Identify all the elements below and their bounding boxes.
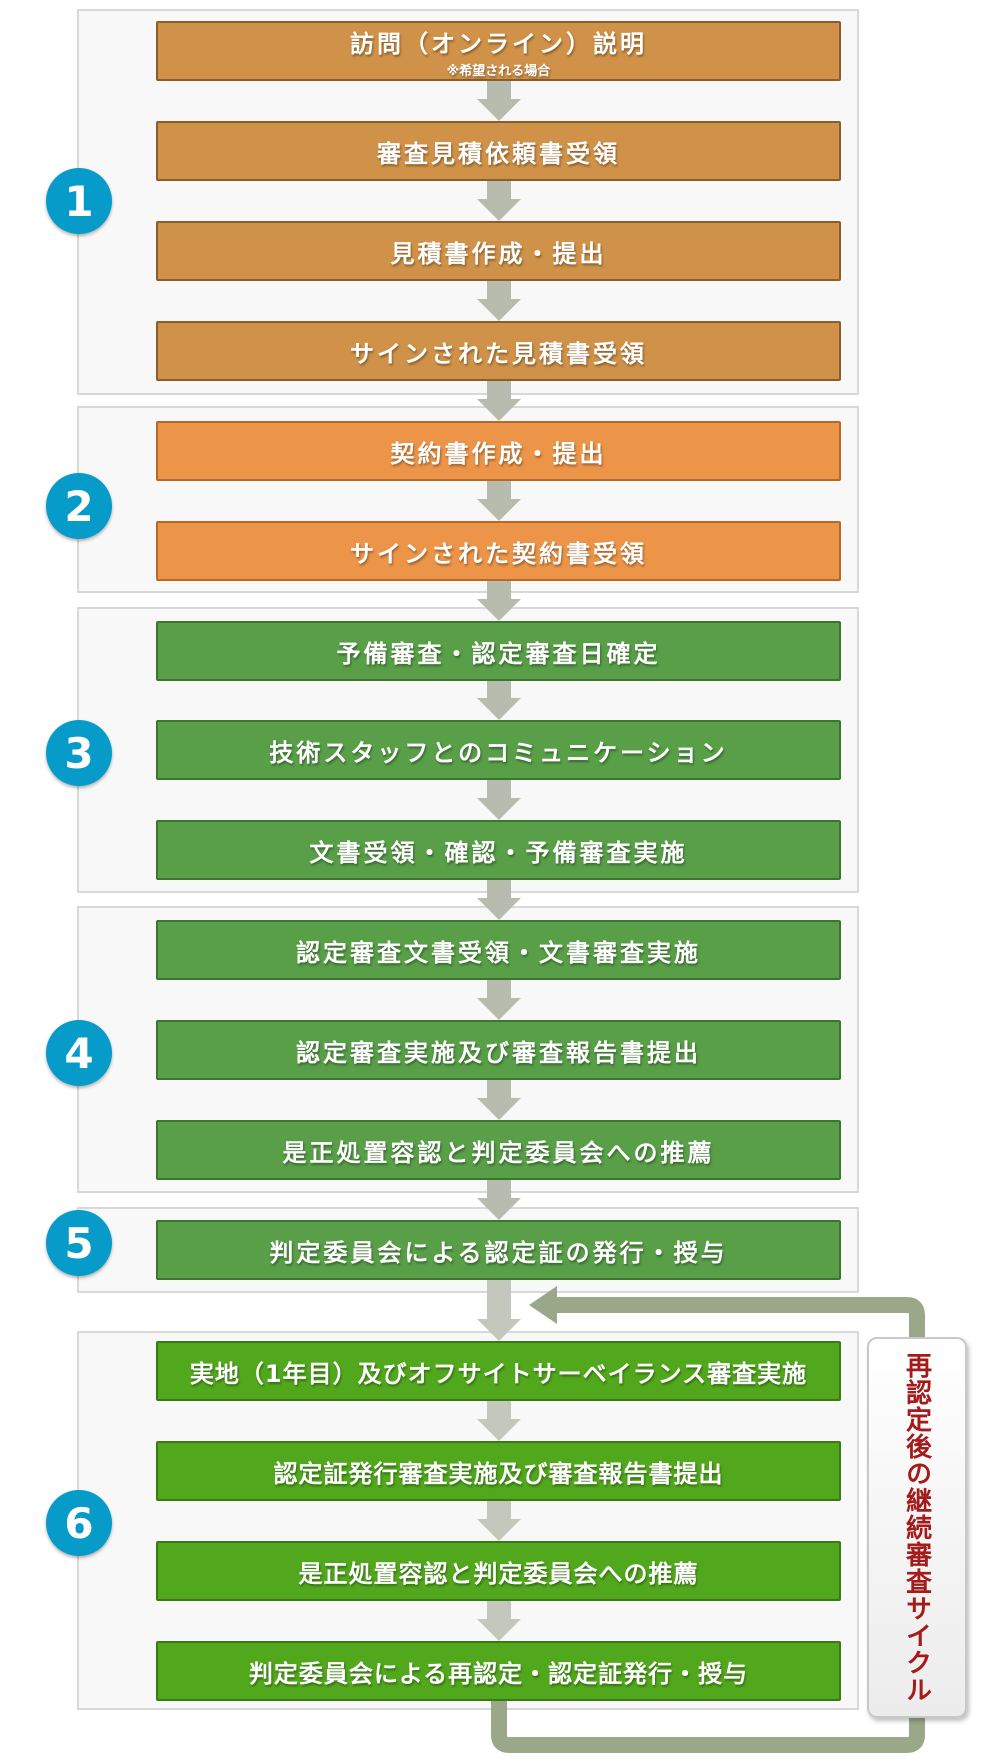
stage-badge-2: 2	[46, 473, 112, 539]
continuing-cycle-label: 再認定後の継続審査サイクル	[867, 1337, 967, 1718]
step-label: サインされた見積書受領	[350, 339, 647, 368]
step-box: 審査見積依頼書受領	[156, 121, 841, 181]
down-arrow	[477, 980, 521, 1020]
down-arrow	[477, 181, 521, 221]
step-label: 認定審査文書受領・文書審査実施	[296, 938, 701, 967]
step-note: ※希望される場合	[446, 63, 551, 79]
step-label: 予備審査・認定審査日確定	[336, 639, 661, 668]
down-arrow	[477, 581, 521, 621]
down-arrow	[477, 381, 521, 421]
step-label: 審査見積依頼書受領	[377, 139, 620, 168]
step-label: 認定審査実施及び審査報告書提出	[296, 1038, 701, 1067]
step-label: サインされた契約書受領	[350, 539, 647, 568]
down-arrow	[477, 481, 521, 521]
stage-badge-6: 6	[46, 1490, 112, 1556]
down-arrow	[477, 1601, 521, 1641]
step-box: 認定審査文書受領・文書審査実施	[156, 920, 841, 980]
step-box: サインされた見積書受領	[156, 321, 841, 381]
step-box: 認定審査実施及び審査報告書提出	[156, 1020, 841, 1080]
cycle-loop-line	[491, 1297, 925, 1753]
step-label: 判定委員会による再認定・認定証発行・授与	[248, 1659, 749, 1688]
stage-badge-3: 3	[46, 720, 112, 786]
step-label: 判定委員会による認定証の発行・授与	[269, 1238, 728, 1267]
step-label: 実地（1年目）及びオフサイトサーベイランス審査実施	[189, 1359, 808, 1388]
stage-badge-4: 4	[46, 1020, 112, 1086]
step-label: 是正処置容認と判定委員会への推薦	[282, 1138, 715, 1167]
down-arrow	[477, 1501, 521, 1541]
down-arrow	[477, 681, 521, 720]
step-label: 文書受領・確認・予備審査実施	[309, 838, 688, 867]
step-box: 是正処置容認と判定委員会への推薦	[156, 1541, 841, 1601]
step-box: 文書受領・確認・予備審査実施	[156, 820, 841, 880]
step-box: 訪問（オンライン）説明 ※希望される場合	[156, 21, 841, 81]
step-box: 見積書作成・提出	[156, 221, 841, 281]
step-box: 技術スタッフとのコミュニケーション	[156, 720, 841, 780]
step-box: 判定委員会による再認定・認定証発行・授与	[156, 1641, 841, 1701]
step-box: サインされた契約書受領	[156, 521, 841, 581]
step-label: 技術スタッフとのコミュニケーション	[269, 738, 728, 767]
step-box: 是正処置容認と判定委員会への推薦	[156, 1120, 841, 1180]
down-arrow	[477, 281, 521, 321]
down-arrow	[477, 1080, 521, 1120]
down-arrow	[477, 880, 521, 920]
stage-badge-1: 1	[46, 168, 112, 234]
step-box: 実地（1年目）及びオフサイトサーベイランス審査実施	[156, 1341, 841, 1401]
down-arrow	[477, 780, 521, 820]
step-label: 見積書作成・提出	[390, 239, 607, 268]
step-box: 契約書作成・提出	[156, 421, 841, 481]
down-arrow	[477, 81, 521, 121]
step-label: 是正処置容認と判定委員会への推薦	[298, 1559, 699, 1588]
step-label: 認定証発行審査実施及び審査報告書提出	[273, 1459, 724, 1488]
down-arrow	[477, 1401, 521, 1441]
cycle-loop-arrowhead	[529, 1286, 557, 1324]
step-box: 認定証発行審査実施及び審査報告書提出	[156, 1441, 841, 1501]
step-box: 判定委員会による認定証の発行・授与	[156, 1220, 841, 1280]
step-label: 訪問（オンライン）説明	[350, 29, 647, 58]
step-box: 予備審査・認定審査日確定	[156, 621, 841, 681]
cycle-label-text: 再認定後の継続審査サイクル	[901, 1352, 932, 1703]
step-label: 契約書作成・提出	[390, 439, 607, 468]
stage-badge-5: 5	[46, 1210, 112, 1276]
down-arrow	[477, 1280, 521, 1341]
down-arrow	[477, 1180, 521, 1220]
